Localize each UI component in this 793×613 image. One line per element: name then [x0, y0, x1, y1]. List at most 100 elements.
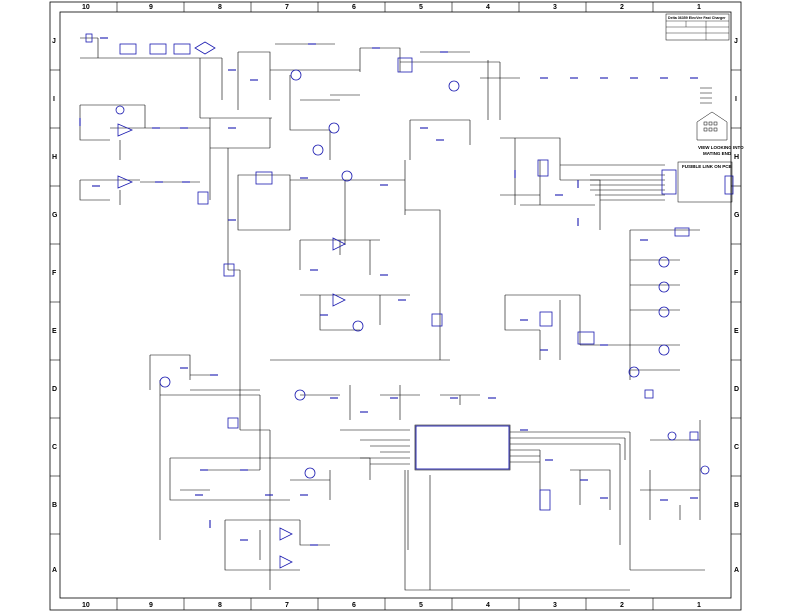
bridge-rectifier [194, 41, 216, 55]
zone-row-label: I [53, 96, 55, 103]
opamp [279, 527, 293, 541]
zone-row-label: F [52, 270, 57, 277]
transistor [304, 467, 316, 479]
transistor [290, 69, 302, 81]
connector [661, 169, 677, 195]
components [85, 33, 734, 569]
optocoupler [223, 263, 235, 277]
zone-col-label: 9 [149, 602, 153, 609]
transistor [312, 144, 324, 156]
component [119, 43, 137, 55]
title-block: Delta 36359 ElecVee Fast Charger [665, 13, 730, 41]
zone-col-label: 5 [419, 602, 423, 609]
note-view-1: VIEW LOOKING INTO [698, 145, 744, 150]
transformer [577, 331, 595, 345]
transistor [294, 389, 306, 401]
transformer [397, 57, 413, 73]
zone-col-label: 2 [620, 4, 624, 11]
optocoupler [431, 313, 443, 327]
zone-row-label: C [52, 444, 57, 451]
zone-col-label: 7 [285, 4, 289, 11]
zone-labels-bottom: 10 9 8 7 6 5 4 3 2 1 [82, 602, 701, 609]
zone-row-label: B [734, 502, 739, 509]
zone-col-label: 4 [486, 4, 490, 11]
title-text: Delta 36359 ElecVee Fast Charger [668, 16, 726, 20]
opamp [332, 237, 346, 251]
component [115, 105, 125, 115]
zone-row-label: J [734, 38, 738, 45]
zone-row-label: I [735, 96, 737, 103]
main-ic [415, 425, 510, 470]
zone-row-label: D [52, 386, 57, 393]
zone-row-label: H [52, 154, 57, 161]
zone-col-label: 9 [149, 4, 153, 11]
connector [724, 175, 734, 195]
inner-frame [59, 11, 732, 599]
transistor [658, 256, 670, 268]
zone-row-label: E [52, 328, 57, 335]
zone-row-label: F [734, 270, 739, 277]
zone-col-label: 6 [352, 4, 356, 11]
component [674, 227, 690, 237]
note-view-2: MATING END [703, 151, 732, 156]
fusible-link-box [677, 161, 733, 203]
zone-col-label: 5 [419, 4, 423, 11]
zone-col-label: 1 [697, 602, 701, 609]
component [173, 43, 191, 55]
component [667, 431, 677, 441]
zone-col-label: 10 [82, 4, 90, 11]
zone-labels-right: J I H G F E D C B A [734, 38, 740, 574]
transistor [658, 306, 670, 318]
zone-col-label: 6 [352, 602, 356, 609]
zone-labels-left: J I H G F E D C B A [52, 38, 58, 574]
zone-labels-top: 10 9 8 7 6 5 4 3 2 1 [82, 4, 701, 11]
zone-col-label: 8 [218, 4, 222, 11]
zone-row-label: A [52, 567, 57, 574]
transistor [341, 170, 353, 182]
zone-row-label: E [734, 328, 739, 335]
component [227, 417, 239, 429]
zone-col-label: 4 [486, 602, 490, 609]
zone-row-label: H [734, 154, 739, 161]
component [644, 389, 654, 399]
component [689, 431, 699, 441]
transistor [628, 366, 640, 378]
passives [79, 37, 698, 546]
zone-row-label: A [734, 567, 739, 574]
zone-col-label: 1 [697, 4, 701, 11]
zone-row-label: G [52, 212, 58, 219]
component [700, 465, 710, 475]
opamp [117, 123, 134, 137]
transistor [658, 281, 670, 293]
zone-row-label: B [52, 502, 57, 509]
transistor [448, 80, 460, 92]
zone-col-label: 3 [553, 602, 557, 609]
transistor [328, 122, 340, 134]
note-fusible: FUSIBLE LINK ON PCB [682, 164, 733, 169]
connector-pinout [696, 87, 728, 141]
component [85, 33, 93, 43]
transistor [658, 344, 670, 356]
opamp [332, 293, 346, 307]
zone-row-label: D [734, 386, 739, 393]
zone-ticks [50, 2, 741, 610]
outer-frame [49, 1, 742, 611]
zone-col-label: 3 [553, 4, 557, 11]
zone-row-label: G [734, 212, 740, 219]
connector [539, 489, 551, 511]
zone-col-label: 2 [620, 602, 624, 609]
zone-row-label: C [734, 444, 739, 451]
component [149, 43, 167, 55]
opamp [117, 175, 134, 189]
ic [537, 159, 549, 177]
transistor [159, 376, 171, 388]
zone-col-label: 7 [285, 602, 289, 609]
zone-col-label: 10 [82, 602, 90, 609]
ic [255, 171, 273, 185]
transistor [352, 320, 364, 332]
zone-col-label: 8 [218, 602, 222, 609]
zone-row-label: J [52, 38, 56, 45]
opamp [279, 555, 293, 569]
optocoupler [197, 191, 209, 205]
